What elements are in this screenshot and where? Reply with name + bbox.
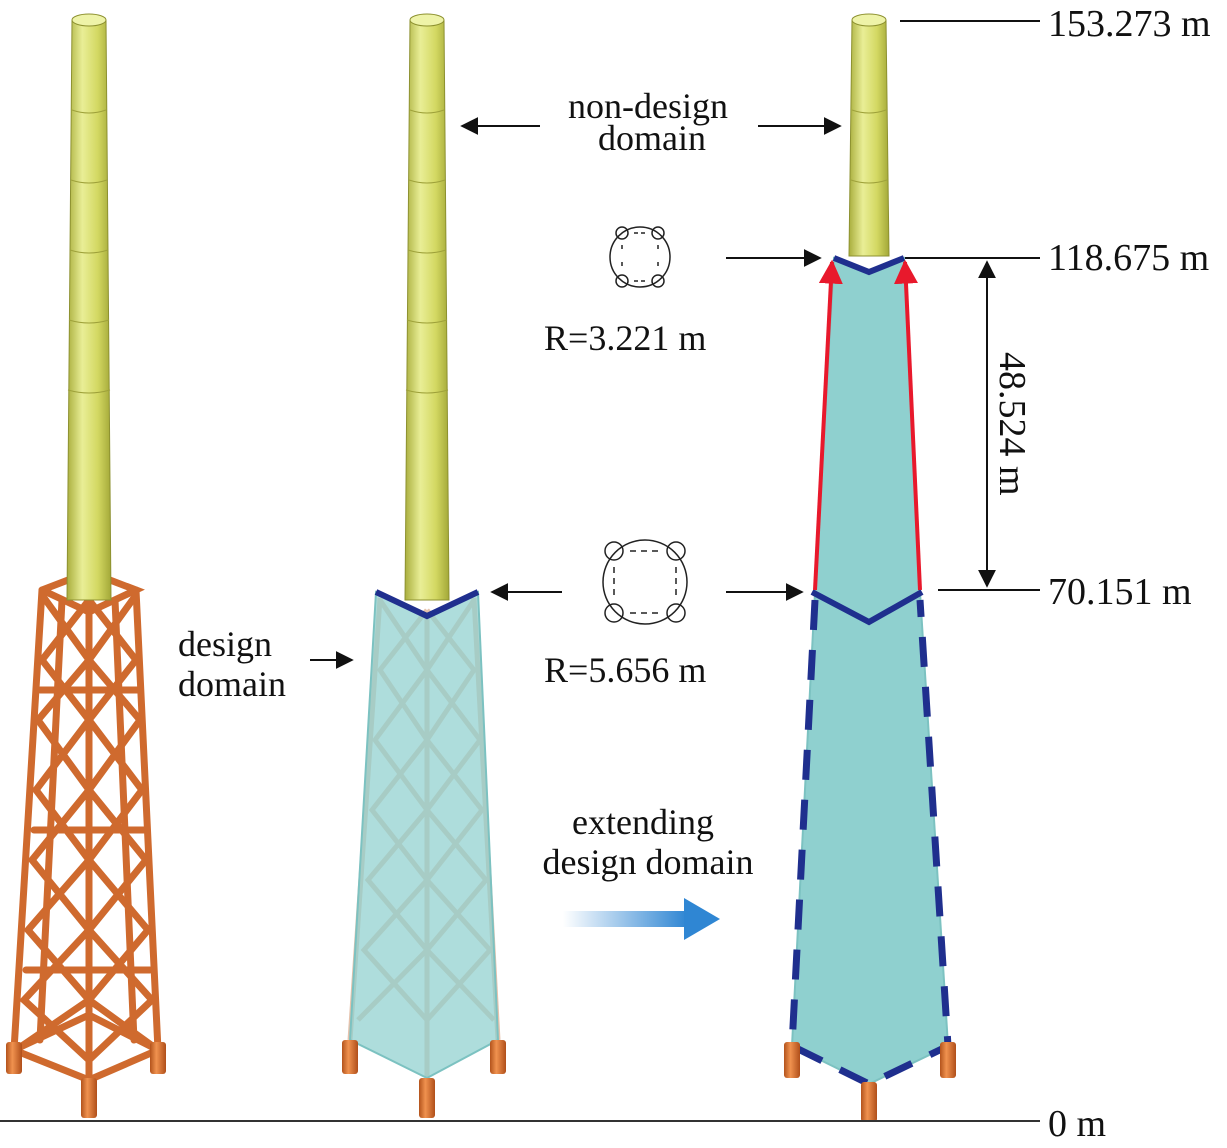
- tower-1: [66, 13, 112, 601]
- extended-design-domain: [784, 255, 956, 1122]
- elevation-ground-label: 0 m: [1048, 1103, 1106, 1145]
- design-domain-label-line1: design: [178, 624, 272, 664]
- span-label: 48.524 m: [991, 352, 1033, 496]
- non-design-domain-label-line2: domain: [598, 118, 706, 158]
- design-domain-block: [342, 589, 506, 1118]
- tower-2: [404, 13, 450, 601]
- extending-label-line1: extending: [572, 802, 714, 842]
- section-lower-radius-label: R=5.656 m: [544, 650, 706, 690]
- elevation-leaders: [900, 20, 1040, 591]
- section-upper-icon: [609, 226, 671, 288]
- extending-label-line2: design domain: [543, 842, 754, 882]
- expansion-arrow-right: [893, 259, 922, 591]
- section-lower-icon: [602, 539, 688, 625]
- expansion-arrow-left: [813, 259, 843, 591]
- jacket-structure: [6, 568, 167, 1118]
- non-design-domain-label-line1: non-design: [568, 86, 728, 126]
- pointer-arrows: [310, 117, 842, 669]
- elevation-lower-label: 70.151 m: [1048, 571, 1192, 613]
- tower-3: [848, 13, 890, 257]
- extend-arrow: [563, 898, 720, 940]
- elevation-top-label: 153.273 m: [1048, 3, 1211, 45]
- section-upper-radius-label: R=3.221 m: [544, 318, 706, 358]
- design-domain-label-line2: domain: [178, 664, 286, 704]
- elevation-upper-label: 118.675 m: [1048, 237, 1209, 279]
